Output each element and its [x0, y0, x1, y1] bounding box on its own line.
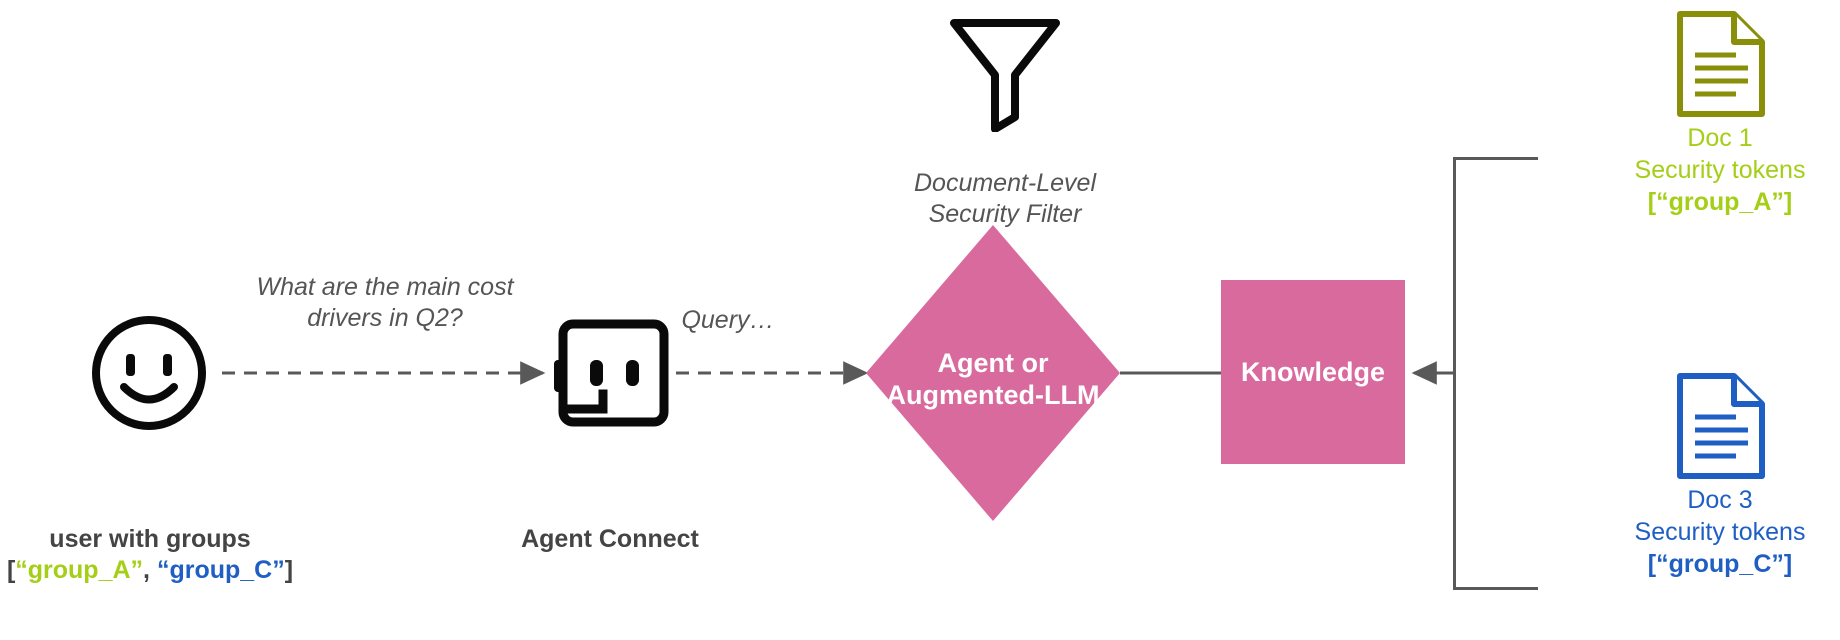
- llm-node-line2: Augmented-LLM: [886, 380, 1100, 411]
- doc-3-tokens-value: [“group_C”]: [1647, 550, 1793, 578]
- security-filter-line2: Security Filter: [928, 200, 1082, 229]
- security-filter-line1: Document-Level: [913, 169, 1097, 197]
- knowledge-node[interactable]: Knowledge: [1221, 280, 1405, 464]
- security-filter-node: [945, 14, 1065, 133]
- question-line2: drivers in Q2?: [307, 304, 463, 333]
- doc-3-tokens-label: Security tokens: [1634, 518, 1806, 546]
- user-caption: user with groups [“group_A”, “group_C”]: [0, 524, 300, 587]
- doc-1-tokens-label: Security tokens: [1634, 156, 1806, 184]
- llm-node-label: Agent or Augmented-LLM: [836, 347, 1150, 412]
- diamond-shape: [866, 225, 1120, 521]
- document-page-icon: [1677, 373, 1765, 479]
- agent-connect-label-wrap: Agent Connect: [470, 524, 750, 555]
- user-group-a: “group_A”: [15, 556, 144, 585]
- llm-node[interactable]: Agent or Augmented-LLM: [866, 225, 1120, 521]
- robot-face-icon: [554, 319, 669, 427]
- doc-3-name: Doc 3: [1687, 486, 1753, 514]
- document-caption-doc-3: Doc 3 Security tokens [“group_C”]: [1600, 484, 1840, 580]
- agent-connect-node[interactable]: [548, 316, 672, 430]
- knowledge-node-label: Knowledge: [1221, 356, 1405, 388]
- security-filter-caption: Document-Level Security Filter: [855, 168, 1155, 231]
- agent-connect-label: Agent Connect: [521, 525, 699, 553]
- bracket-close: ]: [284, 556, 294, 585]
- knowledge-label-text: Knowledge: [1240, 357, 1385, 387]
- document-page-icon: [1677, 11, 1765, 117]
- user-groups-line: [“group_A”, “group_C”]: [0, 555, 300, 586]
- group-separator: ,: [143, 556, 157, 585]
- document-node-doc-1[interactable]: [1664, 8, 1776, 120]
- question-line1: What are the main cost: [256, 273, 514, 301]
- user-avatar: [88, 312, 210, 434]
- doc-1-tokens-value: [“group_A”]: [1647, 188, 1793, 216]
- user-question-note: What are the main cost drivers in Q2?: [240, 272, 530, 335]
- document-caption-doc-1: Doc 1 Security tokens [“group_A”]: [1600, 122, 1840, 218]
- query-label: Query…: [681, 306, 775, 334]
- funnel-filter-icon: [950, 19, 1060, 133]
- doc-1-name: Doc 1: [1687, 124, 1753, 152]
- user-caption-line1: user with groups: [49, 525, 251, 553]
- document-node-doc-3[interactable]: [1664, 370, 1776, 482]
- bracket-open: [: [6, 556, 16, 585]
- user-group-c: “group_C”: [156, 556, 285, 585]
- query-note: Query…: [648, 305, 808, 336]
- llm-node-line1: Agent or: [937, 348, 1049, 378]
- smiley-face-icon: [92, 316, 206, 430]
